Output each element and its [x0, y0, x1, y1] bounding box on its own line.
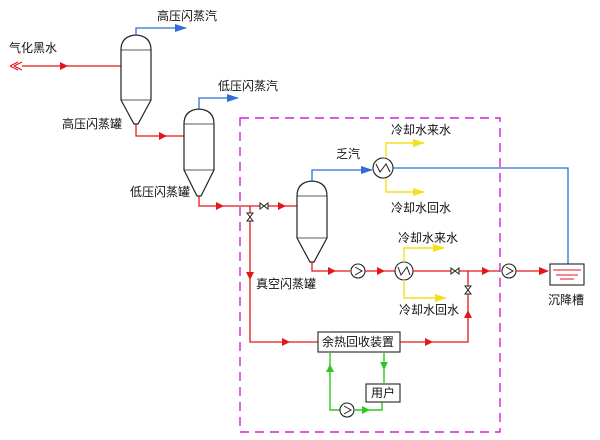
lp-flash-tank — [183, 108, 215, 197]
valve-icon — [246, 212, 254, 222]
settler-label: 沉降槽 — [548, 293, 584, 307]
heat-loop-supply-pipe — [329, 352, 340, 411]
pump-icon — [501, 263, 517, 279]
settler-tank — [549, 263, 585, 286]
valve-icon — [464, 285, 472, 295]
hp-steam-pipe — [135, 24, 187, 35]
exhaust-steam-label: 乏汽 — [336, 146, 360, 161]
flow-arrow-icon — [464, 310, 472, 318]
cw-out-2-label: 冷却水回水 — [399, 303, 459, 317]
user-label: 用户 — [371, 385, 395, 400]
valve-icon — [259, 202, 269, 210]
flow-arrow-icon — [425, 338, 433, 346]
cooling-water-in-2 — [403, 244, 445, 262]
flow-arrow-icon — [362, 406, 370, 414]
heat-exchanger-icon — [372, 157, 394, 179]
lp-tank-label: 低压闪蒸罐 — [130, 185, 190, 199]
flow-arrow-icon — [380, 362, 388, 370]
lp-steam-label: 低压闪蒸汽 — [218, 78, 278, 93]
cw-in-2-label: 冷却水来水 — [398, 231, 458, 245]
vacuum-flash-tank — [296, 180, 328, 263]
lp-steam-pipe — [198, 94, 239, 109]
exhaust-steam-pipe — [311, 166, 373, 181]
inlet-arrow-icon — [9, 61, 23, 71]
hp-to-lp-pipe — [135, 124, 184, 137]
user-unit — [365, 383, 401, 403]
flow-arrow-icon — [246, 272, 254, 280]
vacuum-bottom-pipe — [311, 262, 350, 272]
pump-icon — [339, 402, 355, 418]
flow-arrow-icon — [159, 132, 167, 140]
cooling-water-out-1 — [385, 178, 425, 196]
heat-exchanger-icon — [394, 261, 414, 281]
valve-icon — [450, 267, 460, 275]
heat-loop-pipe — [354, 402, 383, 411]
flow-arrow-icon — [482, 267, 490, 275]
cooling-water-out-2 — [403, 280, 447, 302]
pump-icon — [350, 263, 366, 279]
flow-arrow-icon — [326, 364, 334, 372]
flow-arrow-icon — [216, 202, 224, 210]
hp-steam-label: 高压闪蒸汽 — [157, 8, 217, 23]
flow-arrow-icon — [278, 202, 286, 210]
flow-arrow-icon — [377, 267, 385, 275]
cooling-water-in-1 — [385, 139, 425, 158]
cw-out-1-label: 冷却水回水 — [391, 201, 451, 215]
flow-arrow-icon — [328, 267, 336, 275]
vacuum-section-boundary — [239, 117, 501, 433]
condensate-return-pipe — [393, 167, 569, 266]
hp-flash-tank — [120, 34, 152, 125]
flow-arrow-icon — [60, 62, 68, 70]
bypass-pipe — [249, 206, 318, 343]
vacuum-tank-label: 真空闪蒸罐 — [256, 277, 316, 291]
heat-recovery-return-pipe — [400, 271, 469, 343]
heat-recovery-label: 余热回收装置 — [322, 334, 394, 349]
hp-tank-label: 高压闪蒸罐 — [62, 116, 122, 131]
cw-in-1-label: 冷却水来水 — [391, 123, 451, 137]
flow-arrow-icon — [282, 338, 290, 346]
inlet-label: 气化黑水 — [9, 40, 57, 55]
